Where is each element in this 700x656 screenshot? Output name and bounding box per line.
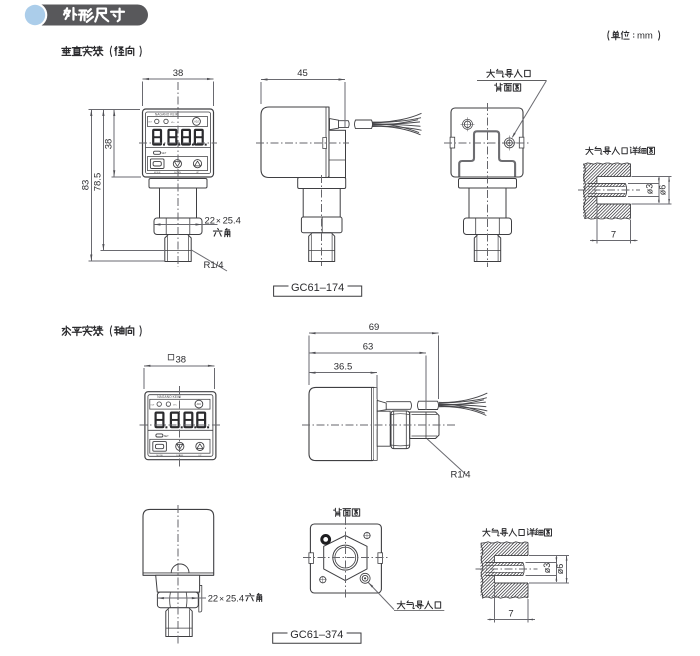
svg-text:GC61–174: GC61–174 xyxy=(291,282,344,294)
svg-text:25.4: 25.4 xyxy=(223,214,241,225)
svg-text:DOWN: DOWN xyxy=(176,455,183,457)
svg-text:UP: UP xyxy=(198,455,202,457)
svg-text:7: 7 xyxy=(508,609,513,620)
svg-text:ø3: ø3 xyxy=(542,563,552,574)
svg-text:mm: mm xyxy=(637,31,653,42)
svg-text:38: 38 xyxy=(173,68,184,79)
svg-text:GC61–374: GC61–374 xyxy=(290,629,343,641)
svg-text:63: 63 xyxy=(363,342,374,353)
svg-text:kPa: kPa xyxy=(171,122,175,124)
svg-text:22: 22 xyxy=(205,214,215,225)
svg-text:38: 38 xyxy=(104,139,115,150)
svg-text:25.4: 25.4 xyxy=(226,592,244,603)
svg-text:SET: SET xyxy=(164,434,169,438)
svg-text:NAGANO KEIKI: NAGANO KEIKI xyxy=(157,395,181,399)
svg-text:38: 38 xyxy=(176,354,187,365)
svg-text:ø6: ø6 xyxy=(555,564,565,575)
svg-text:UP: UP xyxy=(196,172,200,174)
svg-text:ADJ: ADJ xyxy=(197,403,202,406)
svg-text:ø6: ø6 xyxy=(657,185,667,196)
svg-text:MODE: MODE xyxy=(156,455,163,457)
svg-text:MODE: MODE xyxy=(154,172,161,174)
svg-text:×: × xyxy=(219,593,224,603)
svg-text:7: 7 xyxy=(611,230,616,241)
svg-text:kPa: kPa xyxy=(173,405,177,407)
svg-text:ø3: ø3 xyxy=(645,184,655,195)
svg-text:83: 83 xyxy=(81,180,92,191)
svg-text:78.5: 78.5 xyxy=(93,173,104,192)
svg-text:ADJ: ADJ xyxy=(194,121,199,124)
svg-text:OUT: OUT xyxy=(148,122,153,124)
svg-text:36.5: 36.5 xyxy=(334,361,353,372)
svg-text:×: × xyxy=(216,215,221,225)
svg-text:R1/4: R1/4 xyxy=(204,260,224,271)
svg-text:22: 22 xyxy=(208,592,218,603)
svg-text:SET: SET xyxy=(161,151,166,155)
svg-text:45: 45 xyxy=(297,68,308,79)
svg-text:69: 69 xyxy=(369,322,380,333)
svg-text:OUT: OUT xyxy=(150,404,155,406)
svg-text:R1/4: R1/4 xyxy=(451,470,471,481)
svg-text:NAGANO KEIKI: NAGANO KEIKI xyxy=(155,112,179,116)
